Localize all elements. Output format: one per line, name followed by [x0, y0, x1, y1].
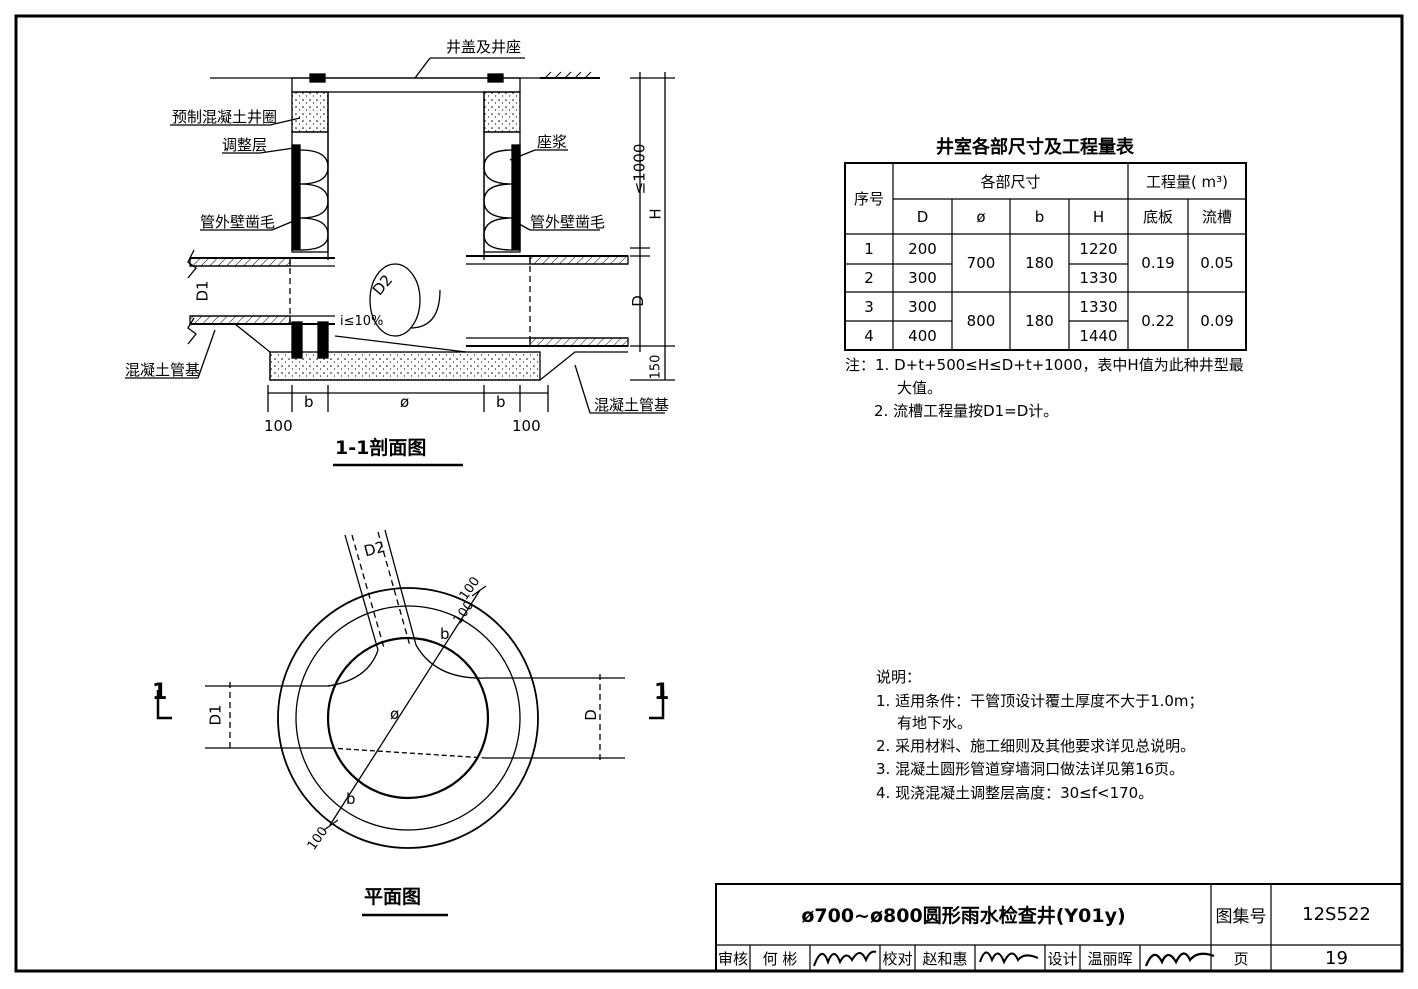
- label-ring: 预制混凝土井圈: [172, 108, 278, 126]
- page-label: 页: [1233, 949, 1249, 968]
- table-merged-2-trough: 0.09: [1200, 312, 1234, 330]
- label-slope: i≤10%: [340, 314, 384, 329]
- drawing-title: ø700~ø800圆形雨水检查井(Y01y): [801, 905, 1126, 927]
- design-name: 温丽晖: [1087, 949, 1133, 968]
- signature-design: [1144, 952, 1215, 967]
- table-header-phi: ø: [976, 207, 986, 226]
- table-merged-1-b: 180: [1025, 254, 1054, 272]
- table-row-1-h: 1220: [1079, 240, 1118, 258]
- table-merged-1-base: 0.19: [1141, 254, 1175, 272]
- label-dim-150: 150: [648, 354, 664, 380]
- explanation-item-2: 2. 采用材料、施工细则及其他要求详见总说明。: [876, 737, 1196, 755]
- table-merged-2-phi: 800: [966, 312, 996, 330]
- label-mortar: 座浆: [537, 133, 568, 151]
- cut-mark-right: 1: [654, 680, 670, 705]
- label-dim-1000: ≤1000: [630, 143, 649, 195]
- table-merged-2-b: 180: [1025, 312, 1054, 330]
- table-row-4-h: 1440: [1079, 326, 1118, 345]
- atlas-number: 12S522: [1302, 904, 1371, 925]
- label-chisel-right: 管外壁凿毛: [530, 213, 606, 231]
- table-row-2-seq: 2: [864, 269, 874, 287]
- table-group-dims: 各部尺寸: [980, 172, 1041, 191]
- table-row-1-d: 200: [908, 240, 937, 258]
- table-group-qty: 工程量( m³): [1145, 172, 1229, 191]
- label-d1: D1: [193, 280, 212, 302]
- plan-label-phi: ø: [390, 705, 400, 723]
- table-header-b: b: [1034, 207, 1045, 226]
- review-name: 何 彬: [762, 949, 798, 968]
- label-dim-100-left: 100: [264, 417, 293, 435]
- atlas-label: 图集号: [1215, 907, 1267, 927]
- explanation-item-1-cont: 有地下水。: [897, 714, 973, 732]
- table-row-2-h: 1330: [1079, 269, 1118, 287]
- table-row-1-seq: 1: [864, 240, 874, 258]
- plan-label-d: D: [581, 709, 600, 721]
- plan-label-b-bottom: b: [346, 790, 356, 808]
- cut-mark-left: 1: [152, 680, 168, 705]
- table-grid: [844, 162, 1247, 351]
- sheet-border: [14, 14, 1404, 973]
- table-col-seq: 序号: [853, 190, 884, 208]
- table-row-2-d: 300: [908, 269, 937, 287]
- table-merged-1-phi: 700: [966, 254, 996, 272]
- table-merged-2-base: 0.22: [1141, 312, 1175, 330]
- label-base-right: 混凝土管基: [594, 396, 670, 414]
- label-adjust: 调整层: [222, 136, 268, 154]
- explanation-item-4: 4. 现浇混凝土调整层高度：30≤f<170。: [876, 784, 1154, 802]
- label-dim-h: H: [646, 208, 665, 220]
- explanation-item-1: 1. 适用条件：干管顶设计覆土厚度不大于1.0m；: [876, 692, 1204, 710]
- label-dim-phi: ø: [400, 393, 410, 411]
- label-dim-b-right: b: [496, 393, 506, 411]
- table-row-4-d: 400: [908, 326, 937, 345]
- table-row-4-seq: 4: [864, 326, 874, 345]
- table-note-1: 注：1. D+t+500≤H≤D+t+1000，表中H值为此种井型最: [845, 356, 1244, 374]
- plan-label-b-top: b: [440, 625, 450, 643]
- table-row-3-d: 300: [908, 297, 937, 316]
- table-row-3-h: 1330: [1079, 297, 1118, 316]
- section-title: 1-1剖面图: [335, 437, 427, 459]
- title-block-grid: [715, 883, 1403, 972]
- table-merged-1-trough: 0.05: [1200, 254, 1234, 272]
- signature-check: [979, 951, 1039, 965]
- label-base-left: 混凝土管基: [125, 361, 201, 379]
- table-header-d: D: [916, 207, 929, 226]
- plan-drawing: [156, 529, 665, 917]
- table-note-2: 2. 流槽工程量按D1=D计。: [874, 402, 1059, 420]
- signature-review: [813, 950, 877, 967]
- table-note-1-cont: 大值。: [897, 379, 943, 397]
- review-label: 审核: [717, 949, 748, 968]
- table-title: 井室各部尺寸及工程量表: [936, 137, 1134, 158]
- table-header-h: H: [1092, 207, 1105, 226]
- table-header-trough: 流槽: [1201, 208, 1232, 226]
- explanation-item-3: 3. 混凝土圆形管道穿墙洞口做法详见第16页。: [876, 760, 1185, 778]
- plan-title: 平面图: [364, 886, 422, 908]
- design-label: 设计: [1047, 949, 1078, 968]
- label-dim-100-right: 100: [512, 417, 541, 435]
- page-number: 19: [1325, 947, 1348, 969]
- label-dim-b-left: b: [304, 393, 314, 411]
- table-header-base: 底板: [1142, 208, 1173, 226]
- label-chisel-left: 管外壁凿毛: [200, 213, 276, 231]
- label-cover: 井盖及井座: [446, 38, 522, 56]
- section-drawing: [125, 57, 675, 467]
- check-label: 校对: [882, 949, 913, 968]
- label-dim-d: D: [628, 295, 647, 307]
- table-row-3-seq: 3: [864, 297, 874, 316]
- plan-label-d1: D1: [206, 704, 225, 726]
- explanation-heading: 说明：: [876, 668, 922, 686]
- check-name: 赵和惠: [922, 949, 968, 968]
